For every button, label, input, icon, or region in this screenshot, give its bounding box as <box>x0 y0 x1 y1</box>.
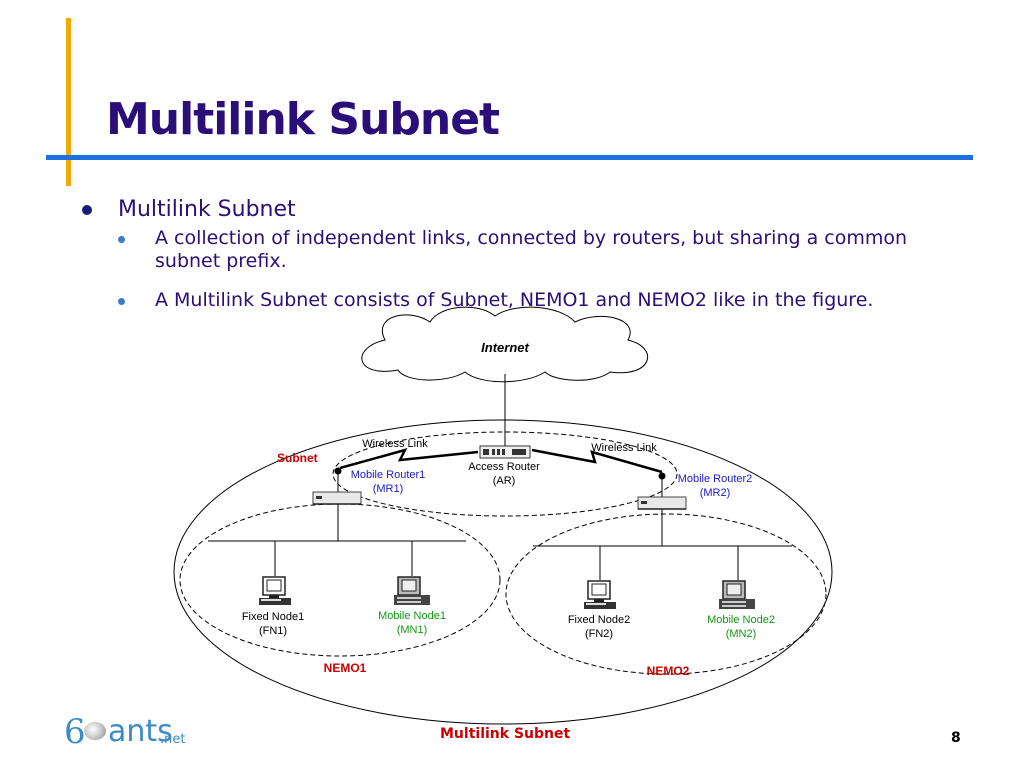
logo-ants: ants <box>108 714 173 749</box>
mn2-label-1: Mobile Node2 <box>707 614 775 626</box>
subnet-ellipse <box>332 431 678 517</box>
mobile-node2-icon <box>718 580 756 610</box>
footer-title: Multilink Subnet <box>440 726 571 742</box>
mn1-label-1: Mobile Node1 <box>378 610 446 622</box>
nemo2-ellipse <box>505 513 827 675</box>
wireless-link-left-bolt <box>339 448 479 470</box>
logo-six: 6 <box>64 712 86 752</box>
6ants-logo: 6 ants .net <box>64 708 194 754</box>
fixed-node2-icon <box>583 580 617 610</box>
fn1-label-2: (FN1) <box>259 625 287 637</box>
mobile-router2-icon <box>637 496 687 510</box>
wireless-link-right-label: Wireless Link <box>591 442 657 454</box>
nemo2-label: NEMO2 <box>647 664 690 678</box>
nemo1-ellipse <box>179 503 501 657</box>
mr2-label-1: Mobile Router2 <box>678 473 753 485</box>
subnet-label: Subnet <box>277 451 318 465</box>
sub-bullet-2-text: A Multilink Subnet consists of Subnet, N… <box>155 289 874 311</box>
mr2-label-2: (MR2) <box>700 487 731 499</box>
internet-label: Internet <box>481 340 529 355</box>
mobile-router1-icon <box>312 491 362 505</box>
sub-bullet-dot <box>118 236 125 243</box>
bullet-dot <box>82 205 92 215</box>
mn1-label-2: (MN1) <box>397 624 428 636</box>
mn2-label-2: (MN2) <box>726 628 757 640</box>
internet-cloud <box>361 306 648 383</box>
title-accent-bar <box>66 18 71 186</box>
wireless-link-right-bolt <box>531 448 663 474</box>
slide-title: Multilink Subnet <box>106 94 500 145</box>
mr1-label-1: Mobile Router1 <box>351 469 426 481</box>
page-number: 8 <box>951 730 961 746</box>
ar-label-1: Access Router <box>468 461 540 473</box>
title-underline <box>46 155 973 160</box>
ant-logo-icon <box>84 722 106 740</box>
mr1-label-2: (MR1) <box>373 483 404 495</box>
bullet-main-text: Multilink Subnet <box>118 197 296 222</box>
fn2-label-2: (FN2) <box>585 628 613 640</box>
fn2-label-1: Fixed Node2 <box>568 614 630 626</box>
wireless-link-left-label: Wireless Link <box>362 438 428 450</box>
logo-net: .net <box>160 732 186 747</box>
sub-bullet-1-text: A collection of independent links, conne… <box>155 227 908 272</box>
mobile-node1-icon <box>393 576 431 606</box>
fixed-node1-icon <box>258 576 292 606</box>
fn1-label-1: Fixed Node1 <box>242 611 304 623</box>
multilink-ellipse <box>173 419 833 725</box>
access-router-icon <box>479 445 531 459</box>
ar-label-2: (AR) <box>493 475 516 487</box>
sub-bullet-dot <box>118 298 125 305</box>
nemo1-label: NEMO1 <box>324 661 367 675</box>
